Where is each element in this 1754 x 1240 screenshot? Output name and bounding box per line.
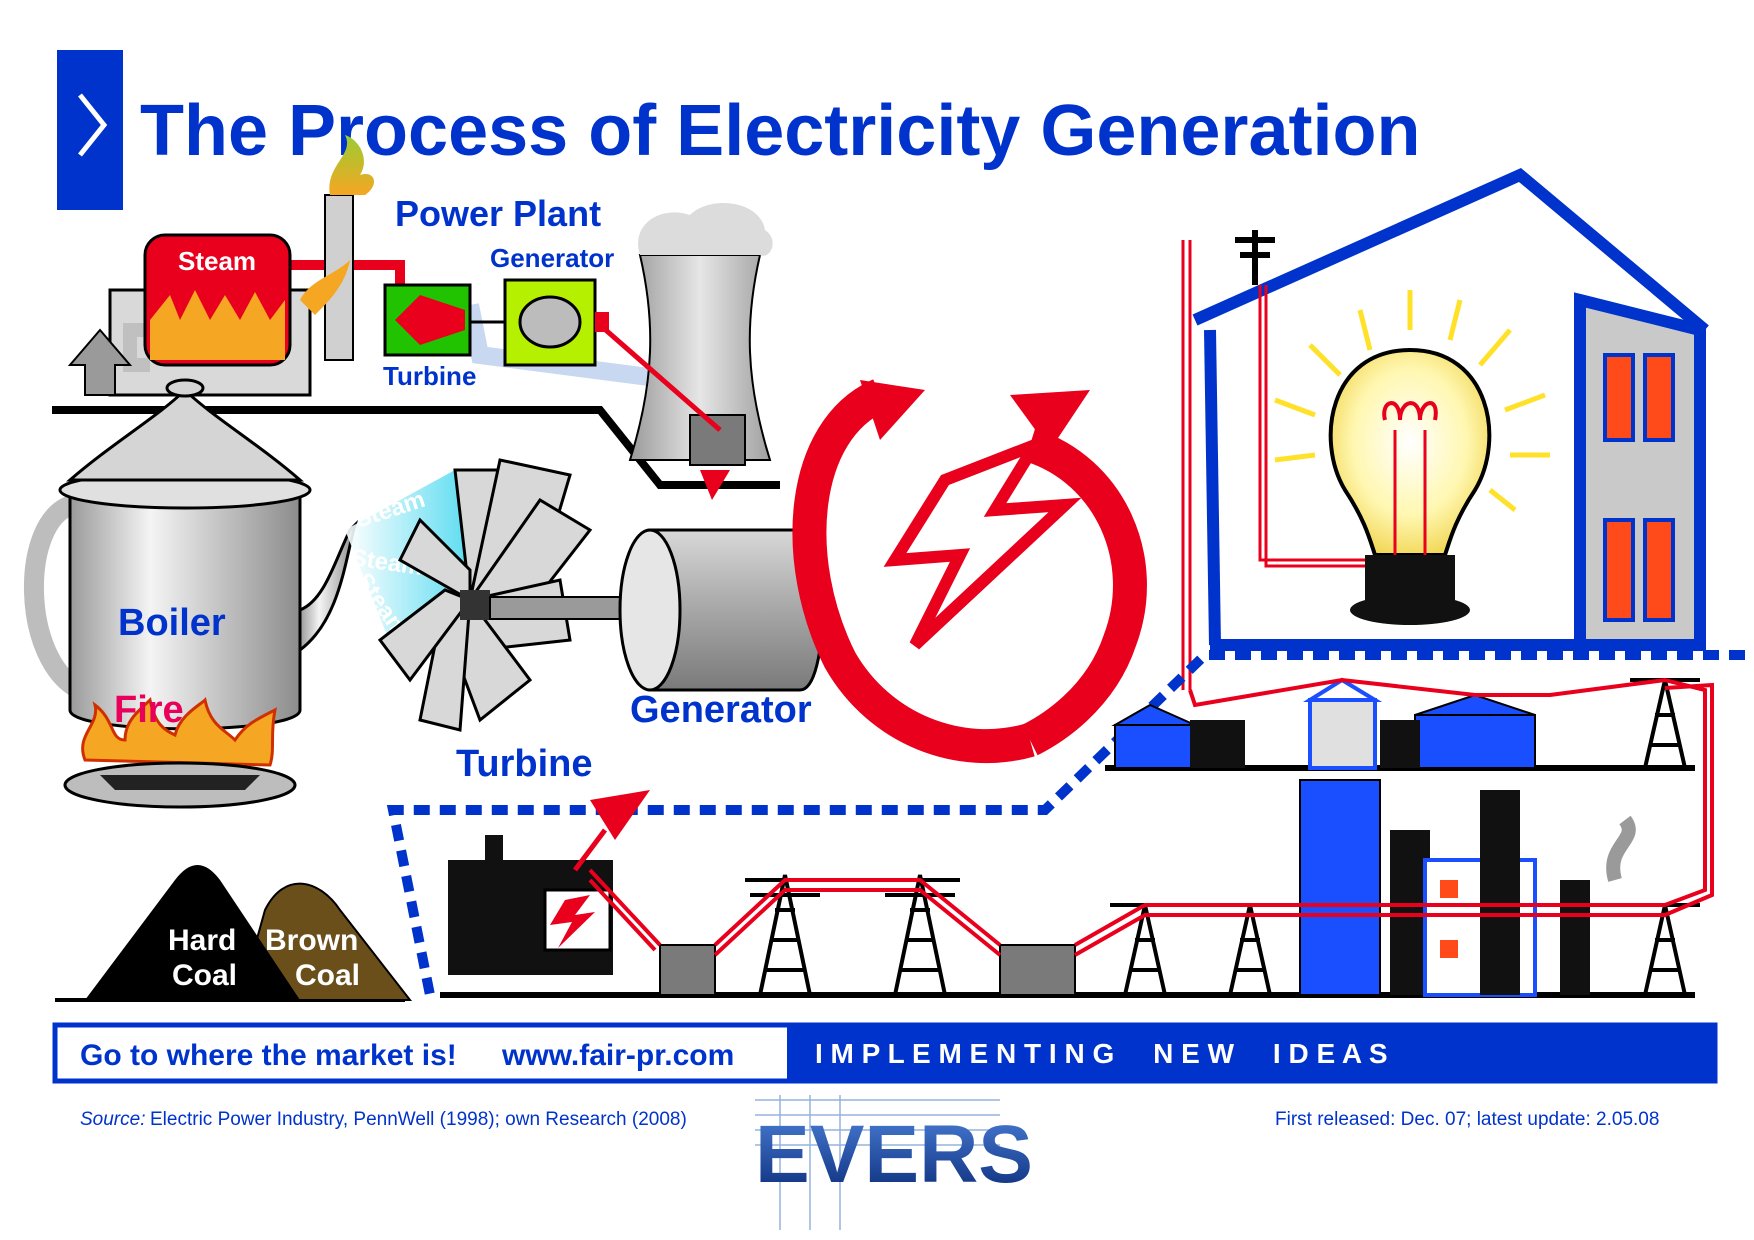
chevron-right-icon <box>78 93 108 157</box>
power-station-building <box>448 835 613 975</box>
plant-turbine-rotor <box>395 295 465 345</box>
boiler-label: Boiler <box>118 602 226 644</box>
source-label: Source: <box>80 1109 145 1130</box>
hard-coal-label-1: Hard <box>168 924 236 957</box>
evers-logo: EVERS <box>755 1095 1033 1230</box>
power-plant-label: Power Plant <box>395 193 601 234</box>
cooling-tower <box>628 254 772 461</box>
turbine-hub <box>460 590 490 620</box>
kettle-spout <box>298 519 359 654</box>
feed-arrow-icon <box>67 328 133 396</box>
plant-fire-shape <box>150 290 285 360</box>
electricity-symbol <box>792 379 1147 764</box>
rotation-arrowhead-left <box>860 380 925 440</box>
rotation-arrow-right <box>1022 428 1147 756</box>
plant-transformer <box>689 414 746 466</box>
kettle-knob <box>165 378 205 398</box>
boiler-fire <box>81 696 278 767</box>
rotation-arrowhead-right <box>1010 390 1090 450</box>
bulb-socket <box>1365 555 1455 600</box>
banner-tagline-bg <box>787 1025 1715 1081</box>
hard-coal-pile <box>85 865 300 1000</box>
plant-turbine-label: Turbine <box>383 361 476 391</box>
lightning-bolt-icon <box>883 432 1082 650</box>
bulb-filament <box>1382 401 1438 421</box>
plant-generator-label: Generator <box>490 243 614 273</box>
bulb-rays <box>1274 290 1550 512</box>
generator-unit: Generator <box>489 528 824 731</box>
power-lines <box>588 677 1714 957</box>
power-plant-schematic: Steam Power Plant Generator Turbine <box>52 135 780 500</box>
coal-piles: Hard Coal Brown Coal <box>55 865 413 1002</box>
distribution-divider <box>386 650 1745 996</box>
footer-banner: Go to where the market is! www.fair-pr.c… <box>52 1022 1718 1084</box>
brown-coal-pile <box>238 882 413 1001</box>
house-antenna <box>1235 230 1275 285</box>
hard-coal-label-2: Coal <box>172 959 237 992</box>
burner-coal <box>100 775 260 790</box>
chimney-smoke <box>329 135 375 195</box>
source-text: Electric Power Industry, PennWell (1998)… <box>150 1109 687 1130</box>
house-side-wall <box>1574 292 1706 651</box>
station-lightning-icon <box>550 895 595 948</box>
city <box>440 779 1695 998</box>
kettle-lid <box>66 387 304 482</box>
chimney-flame <box>300 260 350 315</box>
rotation-arrow-left <box>792 379 1035 764</box>
town <box>1105 677 1695 771</box>
banner-slogan: Go to where the market is! <box>80 1039 457 1072</box>
transformers <box>659 944 1076 996</box>
header: The Process of Electricity Generation <box>57 50 1420 210</box>
house <box>1181 167 1709 690</box>
fire-label: Fire <box>114 689 184 731</box>
banner-url-link[interactable]: www.fair-pr.com <box>501 1039 734 1072</box>
page-title: The Process of Electricity Generation <box>140 91 1420 171</box>
house-roof-outline <box>1192 167 1709 335</box>
cooling-tower-vapor <box>638 203 773 256</box>
house-wiring <box>1181 240 1365 690</box>
plant-power-line <box>598 323 722 432</box>
generator-face <box>618 528 682 692</box>
bulb-base <box>1350 595 1470 625</box>
plant-generator-drum <box>518 295 582 349</box>
brown-coal-label-2: Coal <box>295 959 360 992</box>
evers-logo-text: EVERS <box>755 1109 1033 1200</box>
turbine-label: Turbine <box>456 743 593 785</box>
house-windows <box>1603 353 1675 622</box>
kettle-handle <box>23 495 86 699</box>
office-tower <box>1299 779 1381 996</box>
header-accent-bar <box>57 50 123 210</box>
turbine-rotor: Turbine <box>377 458 593 785</box>
release-info: First released: Dec. 07; latest update: … <box>1275 1109 1659 1130</box>
plant-steam-label: Steam <box>178 246 256 276</box>
boiler-kettle: Boiler Fire <box>23 378 359 809</box>
footer: Source: Electric Power Industry, PennWel… <box>80 1095 1659 1230</box>
banner-tagline: I M P L E M E N T I N G N E W I D E A S <box>815 1038 1388 1069</box>
station-output-arrow-icon <box>590 790 650 840</box>
generator-label: Generator <box>630 689 812 731</box>
plant-power-arrow-icon <box>700 470 730 500</box>
brown-coal-label-1: Brown <box>265 924 358 957</box>
